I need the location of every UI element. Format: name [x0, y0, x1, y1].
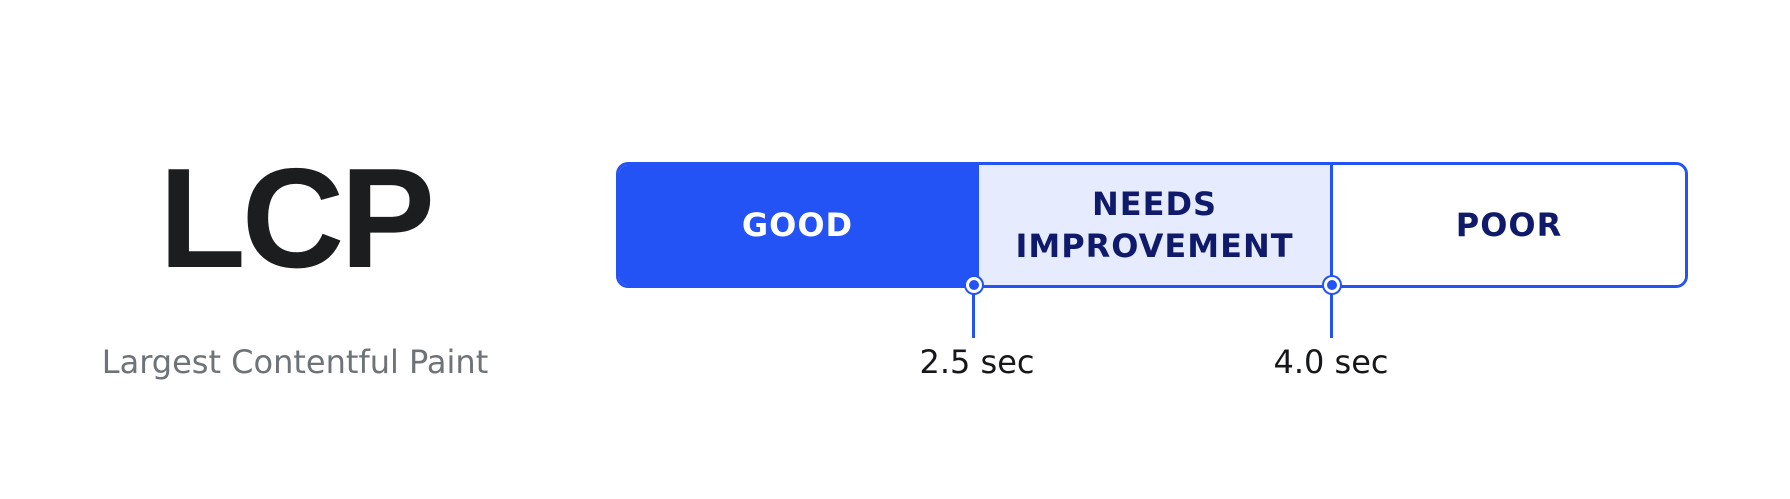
- threshold-line-1: [972, 284, 975, 338]
- threshold-label-2: 4.0 sec: [1273, 343, 1389, 381]
- segment-needs-improvement-label: NEEDS IMPROVEMENT: [1015, 185, 1294, 265]
- threshold-line-2: [1330, 284, 1333, 338]
- threshold-scale-bar: GOOD NEEDS IMPROVEMENT POOR: [616, 162, 1688, 288]
- threshold-marker-2: [1324, 277, 1340, 293]
- metric-abbreviation: LCP: [159, 139, 435, 298]
- segment-good: GOOD: [619, 165, 976, 285]
- threshold-label-1: 2.5 sec: [919, 343, 1035, 381]
- threshold-marker-1: [966, 277, 982, 293]
- metric-name: Largest Contentful Paint: [101, 343, 489, 381]
- segment-needs-improvement: NEEDS IMPROVEMENT: [976, 165, 1333, 285]
- segment-poor: POOR: [1333, 165, 1685, 285]
